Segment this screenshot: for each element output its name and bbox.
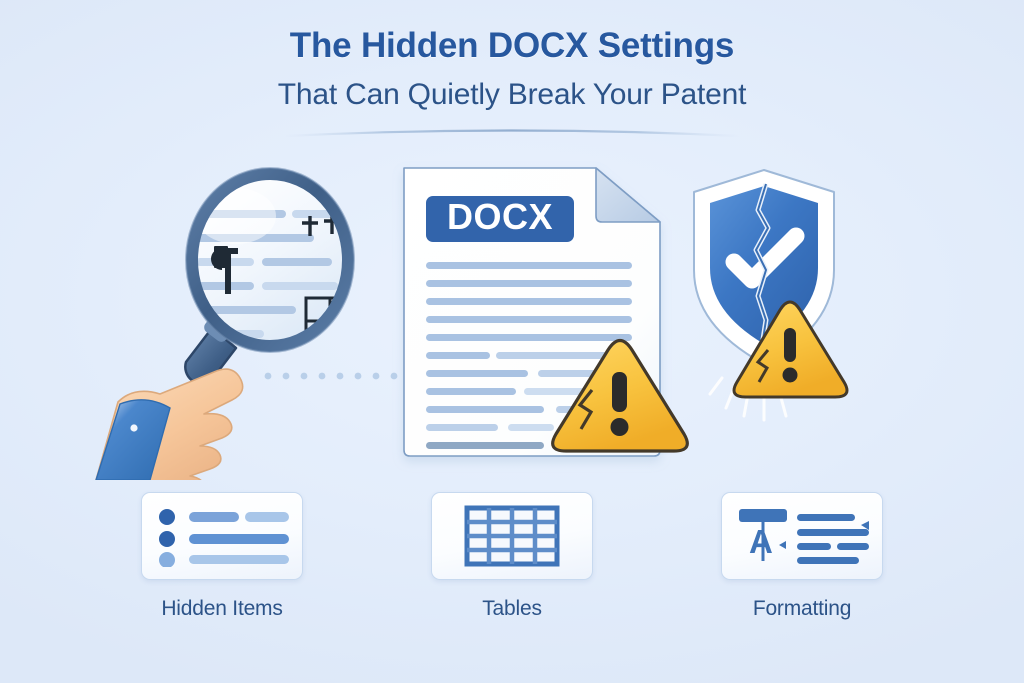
- page-subtitle: That Can Quietly Break Your Patent: [277, 78, 747, 111]
- feature-card-hidden-items[interactable]: Hidden Items: [141, 492, 303, 621]
- hand: [95, 368, 244, 512]
- document-text-lines: [426, 262, 632, 449]
- hidden-items-card-box[interactable]: [141, 492, 303, 580]
- formatting-card-label: Formatting: [752, 597, 852, 620]
- feature-cards: Hidden Items Tables A: [0, 492, 1024, 621]
- page-title: The Hidden DOCX Settings: [289, 26, 735, 65]
- shield-check-icon: [725, 227, 805, 289]
- tables-card-box[interactable]: [431, 492, 593, 580]
- feature-card-formatting[interactable]: A Formatting: [721, 492, 883, 621]
- svg-text:A: A: [749, 523, 773, 560]
- pilcrow-icon: [211, 246, 238, 294]
- table-grid-icon: [464, 505, 560, 567]
- bullet-list-icon: [159, 509, 289, 567]
- shield-warning-icon: [732, 300, 849, 399]
- hidden-items-card-label: Hidden Items: [161, 597, 283, 620]
- text-formatting-icon: A: [739, 509, 869, 564]
- feature-card-tables[interactable]: Tables: [431, 492, 593, 621]
- docx-badge: DOCX: [426, 196, 574, 242]
- header: The Hidden DOCX Settings That Can Quietl…: [0, 0, 1024, 140]
- document-warning-icon: [551, 338, 689, 453]
- tables-card-label: Tables: [482, 597, 542, 620]
- formatting-card-box[interactable]: A: [721, 492, 883, 580]
- docx-badge-text: DOCX: [447, 196, 553, 237]
- dotted-connector: [264, 372, 398, 380]
- header-divider: [0, 124, 1024, 140]
- main-illustration: DOCX: [0, 150, 1024, 512]
- magnifier: [184, 167, 355, 386]
